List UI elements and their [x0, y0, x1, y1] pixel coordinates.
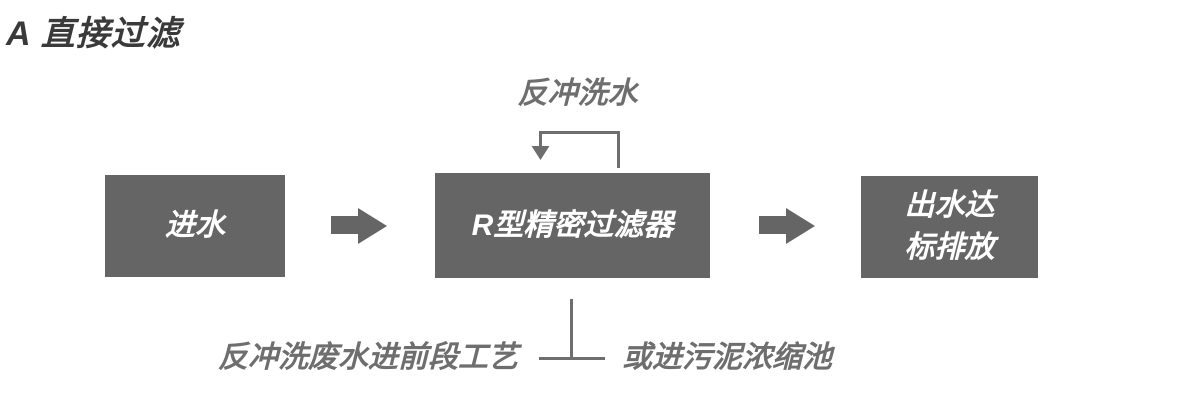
diagram-title: A 直接过滤	[6, 15, 181, 53]
flow-right-arrow-icon	[759, 208, 815, 244]
flow-right-arrow-icon	[331, 208, 387, 244]
backwash-water-label: 反冲洗水	[517, 77, 638, 110]
or-to-sludge-label: 或进污泥浓缩池	[622, 341, 832, 374]
flow-right-arrow-shape	[759, 208, 815, 244]
backwash-loop-line	[539, 131, 620, 168]
backwash-loop-arrow-icon	[531, 131, 620, 168]
drain-line-vertical	[570, 299, 573, 359]
node-influent-label: 进水	[165, 209, 225, 242]
backwash-arrowhead-icon	[531, 146, 550, 160]
drain-line-horizontal	[539, 357, 605, 360]
node-effluent-label-line2: 标排放	[904, 231, 995, 264]
flow-right-arrow-shape	[331, 208, 387, 244]
backwash-to-front-label: 反冲洗废水进前段工艺	[218, 341, 518, 374]
node-filter: R型精密过滤器	[435, 173, 710, 278]
node-effluent-label-line1: 出水达	[904, 189, 995, 222]
node-influent: 进水	[105, 175, 285, 277]
node-filter-label: R型精密过滤器	[471, 208, 674, 242]
node-effluent: 出水达 标排放	[861, 176, 1038, 278]
